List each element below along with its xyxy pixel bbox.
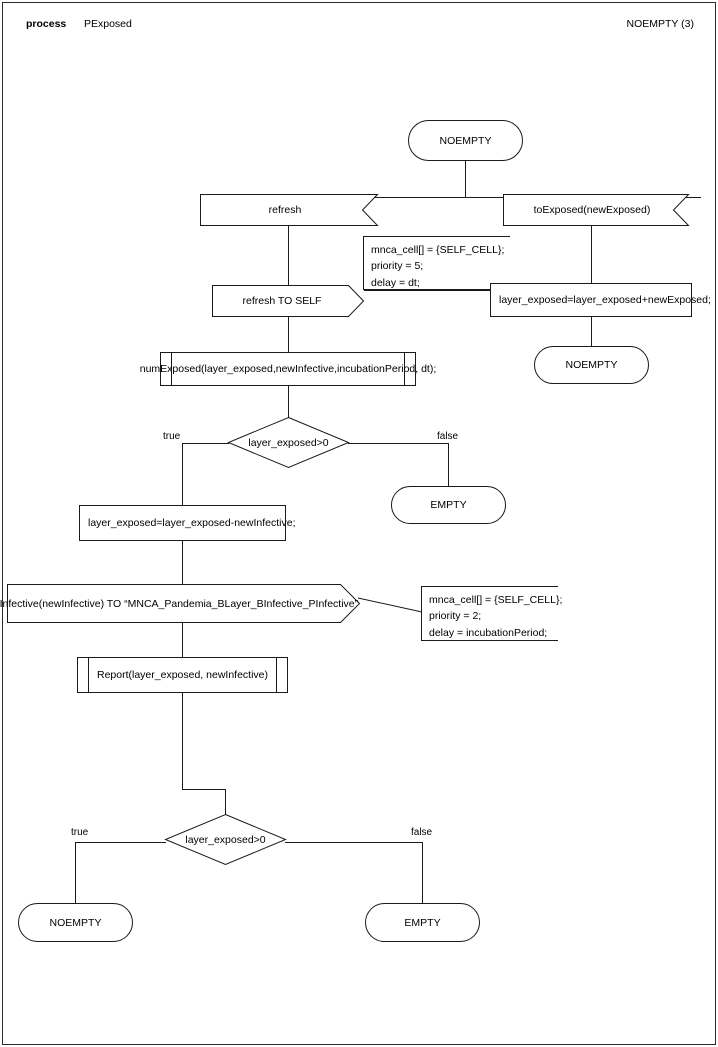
connector-decision2-true-h (75, 842, 166, 843)
proc-report[interactable]: Report(layer_exposed, newInfective) (77, 657, 288, 693)
connector-jog-to-decision2 (225, 789, 226, 815)
connector-report-down (182, 693, 183, 789)
input-signal-toexposed[interactable] (503, 194, 690, 226)
task-add-exposed[interactable]: layer_exposed=layer_exposed+newExposed; (490, 283, 711, 317)
comment-line: mnca_cell[] = {SELF_CELL}; (429, 594, 563, 606)
connector-decision1-true-h (182, 443, 229, 444)
connector-decision2-true-v (75, 842, 76, 904)
comment-line: mnca_cell[] = {SELF_CELL}; (371, 244, 505, 256)
connector-task-to-state (591, 317, 592, 347)
header-process-name: PExposed (84, 18, 132, 30)
connector-decision2-false-h (285, 842, 423, 843)
decision-upper-false-label: false (437, 431, 459, 442)
connector-decision1-false-h (348, 443, 448, 444)
connector-output-to-proc (288, 317, 289, 355)
connector-split-bar (288, 197, 701, 198)
output-signal-refresh-to-self[interactable] (212, 285, 365, 317)
proc-label: numExposed(layer_exposed,newInfective,in… (139, 363, 437, 375)
state-noempty-right[interactable]: NOEMPTY (534, 346, 649, 384)
state-noempty-top[interactable]: NOEMPTY (408, 120, 523, 161)
task-label: layer_exposed=layer_exposed+newExposed; (499, 294, 711, 306)
comment-line: priority = 2; (429, 610, 482, 623)
connector-report-jog (182, 789, 226, 790)
connector-comment1-link (364, 290, 510, 291)
comment-line: priority = 5; (371, 260, 424, 273)
proc-num-exposed[interactable]: numExposed(layer_exposed,newInfective,in… (140, 352, 436, 386)
header-state-ref: NOEMPTY (3) (626, 18, 694, 30)
output-signal-toinfective[interactable] (7, 584, 361, 623)
decision-lower[interactable] (164, 813, 287, 866)
decision-lower-true-label: true (71, 827, 89, 838)
task-label: layer_exposed=layer_exposed-newInfective… (88, 517, 296, 529)
connector-decision1-true-v (182, 443, 183, 506)
state-label: NOEMPTY (49, 916, 102, 929)
input-signal-refresh[interactable] (200, 194, 379, 226)
connector-output2-to-report (182, 623, 183, 658)
decision-upper-true-label: true (163, 431, 181, 442)
state-label: EMPTY (404, 916, 441, 929)
task-sub-infective[interactable]: layer_exposed=layer_exposed-newInfective… (79, 505, 296, 541)
comment-to-infective: mnca_cell[] = {SELF_CELL}; priority = 2;… (421, 586, 563, 641)
connector-state-to-split (465, 161, 466, 198)
decision-lower-false-label: false (411, 827, 433, 838)
connector-comment2-link (357, 597, 424, 614)
connector-proc-to-decision1 (288, 386, 289, 418)
connector-decision1-false-v (448, 443, 449, 487)
state-empty-middle[interactable]: EMPTY (391, 486, 506, 524)
state-label: NOEMPTY (439, 134, 492, 147)
header-kind: process (26, 18, 67, 30)
decision-upper[interactable] (227, 416, 350, 469)
proc-label: Report(layer_exposed, newInfective) (96, 669, 269, 681)
state-noempty-bottom-left[interactable]: NOEMPTY (18, 903, 133, 942)
state-label: NOEMPTY (565, 359, 618, 371)
comment-line: delay = incubationPeriod; (429, 626, 548, 639)
connector-refresh-to-output (288, 226, 289, 286)
connector-decision2-false-v (422, 842, 423, 904)
connector-toexposed-to-task (591, 226, 592, 284)
comment-line: delay = dt; (371, 276, 420, 289)
state-empty-bottom-right[interactable]: EMPTY (365, 903, 480, 942)
state-label: EMPTY (430, 499, 467, 511)
comment-refresh-to-self: mnca_cell[] = {SELF_CELL}; priority = 5;… (363, 236, 510, 290)
connector-task-to-output2 (182, 541, 183, 585)
